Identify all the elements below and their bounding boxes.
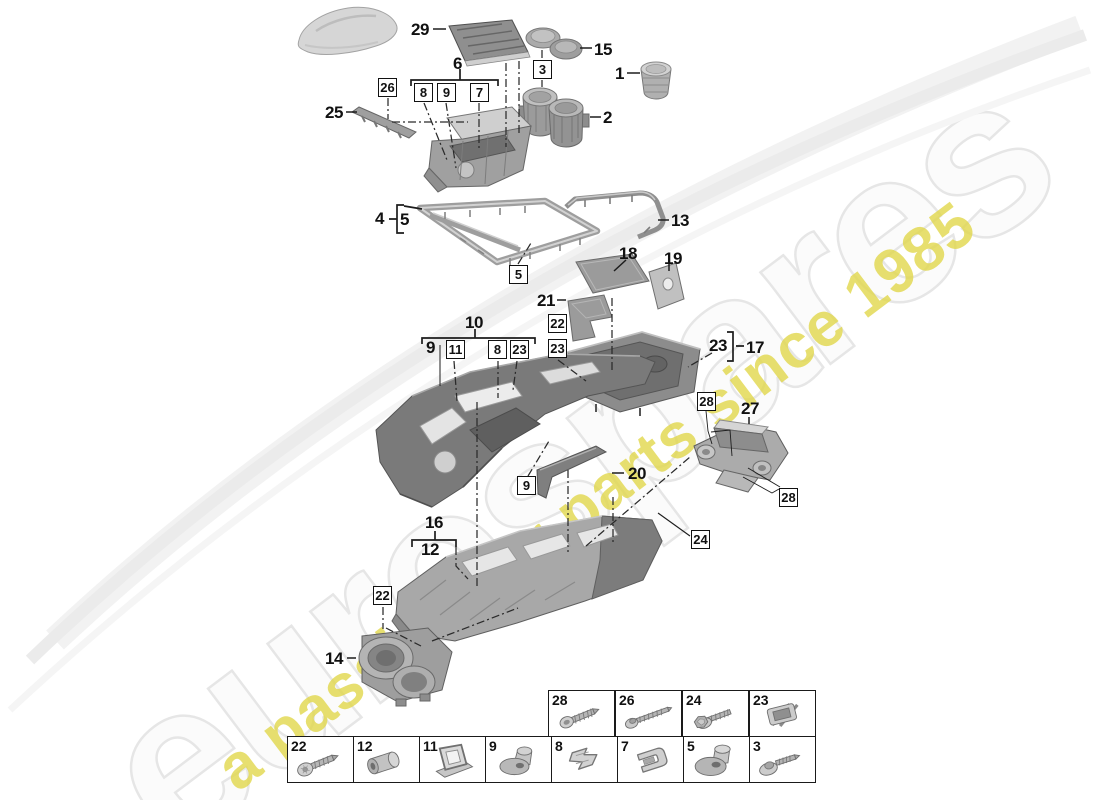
callout-16: 16: [425, 513, 443, 532]
fastener-cell-8: 8: [551, 736, 618, 783]
part-1-cup: [640, 61, 672, 100]
part-25-trim-strip: [351, 106, 417, 139]
boxed-callout-22-tray: 22: [548, 314, 567, 333]
washer-screw-icon: [759, 754, 801, 776]
fastener-cell-26: 26: [615, 690, 682, 737]
fastener-cell-11: 11: [419, 736, 486, 783]
callout-4: 4: [375, 209, 384, 228]
callout-25: 25: [325, 103, 343, 122]
fastener-num-11: 11: [423, 738, 438, 754]
callout-10: 10: [465, 313, 483, 332]
boxed-callout-23-tray: 23: [548, 339, 567, 358]
part-15-inserts: [525, 27, 583, 60]
boxed-callout-23-trim: 23: [510, 340, 529, 359]
long-flange-bolt-icon: [625, 706, 673, 729]
funnel-grommet-icon: [499, 746, 533, 776]
part-13-frame: [564, 190, 666, 240]
part-2-cupholder: [518, 87, 590, 148]
part-14-duct: [358, 627, 453, 707]
boxed-callout-24: 24: [691, 530, 710, 549]
car-silhouette: [297, 6, 398, 55]
fastener-cell-23: 23: [749, 690, 816, 737]
fastener-cell-9: 9: [485, 736, 552, 783]
callout-12: 12: [421, 540, 439, 559]
part-6-console-top: [423, 106, 532, 193]
fastener-cell-12: 12: [353, 736, 420, 783]
fastener-num-8: 8: [555, 738, 563, 754]
part-21-mat: [567, 294, 613, 342]
callout-2: 2: [603, 108, 612, 127]
boxed-callout-9-console: 9: [437, 83, 456, 102]
fastener-num-22: 22: [291, 738, 307, 754]
u-channel-clip-icon: [636, 747, 668, 773]
fastener-cell-24: 24: [682, 690, 749, 737]
fastener-num-3: 3: [753, 738, 761, 754]
fastener-cell-22: 22: [287, 736, 354, 783]
boxed-callout-9-strip: 9: [517, 476, 536, 495]
callout-21: 21: [537, 291, 555, 310]
boxed-callout-5: 5: [509, 265, 528, 284]
part-18-mat: [575, 253, 650, 294]
callout-29: 29: [411, 20, 429, 39]
boxed-callout-28-upper: 28: [697, 392, 716, 411]
boxed-callout-8-trim: 8: [488, 340, 507, 359]
callout-23: 23: [709, 336, 727, 355]
part-29-lid: [448, 19, 531, 67]
leader-lines-dashdot: [382, 50, 713, 647]
fastener-cell-5: 5: [683, 736, 750, 783]
part-27-bracket: [693, 419, 789, 493]
sleeve-bushing-icon: [367, 751, 400, 775]
fastener-cell-3: 3: [749, 736, 816, 783]
boxed-callout-22-duct: 22: [373, 586, 392, 605]
fastener-cell-28: 28: [548, 690, 615, 737]
callout-15: 15: [594, 40, 612, 59]
fastener-num-24: 24: [686, 692, 702, 708]
part-12-console-body: [391, 515, 663, 642]
fastener-num-7: 7: [621, 738, 629, 754]
callout-27: 27: [741, 399, 759, 418]
retainer-frame-clip-icon: [435, 743, 474, 778]
part-19-panel: [648, 262, 685, 310]
fastener-num-9: 9: [489, 738, 497, 754]
callout-9: 9: [426, 338, 435, 357]
callout-5: 5: [400, 210, 409, 229]
callout-14: 14: [325, 649, 343, 668]
boxed-callout-11: 11: [446, 340, 465, 359]
part-10-console-trim: [375, 353, 656, 508]
boxed-callout-7: 7: [470, 83, 489, 102]
spring-clip-icon: [568, 747, 598, 770]
boxed-callout-3: 3: [533, 60, 552, 79]
flange-grommet-icon: [694, 744, 731, 776]
fastener-num-28: 28: [552, 692, 568, 708]
fastener-num-12: 12: [357, 738, 373, 754]
fastener-cell-7: 7: [617, 736, 684, 783]
callout-13: 13: [671, 211, 689, 230]
callout-6: 6: [453, 54, 462, 73]
cage-clip-icon: [766, 702, 799, 728]
group-brackets: [389, 69, 744, 547]
fastener-num-5: 5: [687, 738, 695, 754]
callout-1: 1: [615, 64, 624, 83]
boxed-callout-28-lower: 28: [779, 488, 798, 507]
pan-head-screw-icon: [559, 708, 600, 729]
callout-18: 18: [619, 244, 637, 263]
callout-17: 17: [746, 338, 764, 357]
fastener-num-26: 26: [619, 692, 635, 708]
boxed-callout-26: 26: [378, 78, 397, 97]
boxed-callout-8-console: 8: [414, 83, 433, 102]
leader-lines-solid: [346, 28, 781, 659]
hex-flange-bolt-icon: [693, 709, 732, 729]
part-4-5-frame: [416, 197, 601, 266]
torx-screw-icon: [297, 754, 339, 777]
fastener-num-23: 23: [753, 692, 769, 708]
callout-19: 19: [664, 249, 682, 268]
part-20-trim-strip: [536, 445, 608, 499]
callout-20: 20: [628, 464, 646, 483]
